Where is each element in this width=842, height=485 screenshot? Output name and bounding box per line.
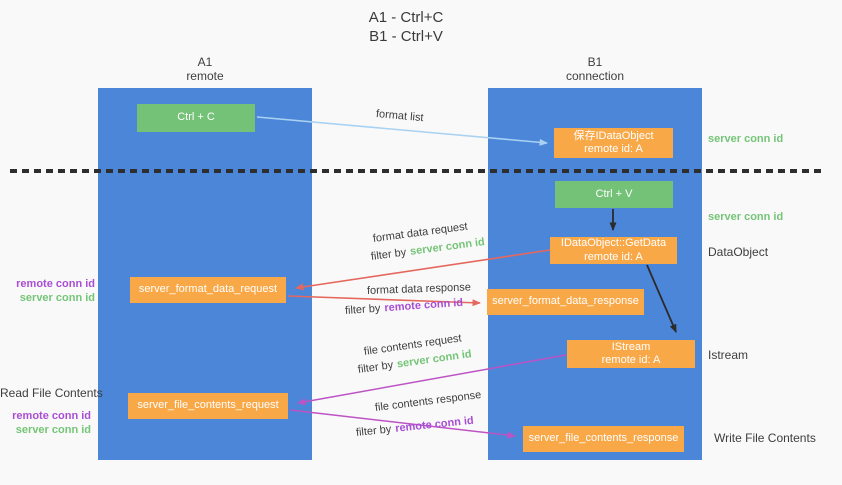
server-file-contents-request-node: server_file_contents_request [128,393,288,419]
save-idataobject-line2: remote id: A [584,143,643,155]
server-format-data-request-node: server_format_data_request [130,277,286,303]
server-format-data-request-label: server_format_data_request [138,283,278,296]
remote-conn-id-text: remote conn id [394,414,475,435]
left-server-conn-id-1: server conn id [19,291,95,304]
save-idataobject-line1: 保存IDataObject [573,129,654,142]
left-column-role: remote [186,69,224,83]
istream-node: IStream remote id: A [567,340,695,368]
label-file-contents-response: file contents response [374,389,482,414]
server-format-data-response-node: server_format_data_response [487,289,644,315]
right-column-name: B1 [587,55,603,69]
diagram-title: A1 - Ctrl+C B1 - Ctrl+V [0,8,812,46]
ctrl-c-label: Ctrl + C [177,111,215,124]
right-write-file-contents-label: Write File Contents [714,431,816,445]
filter-by-text: filter by [355,423,392,439]
filter-by-text: filter by [357,359,394,376]
right-istream-label: Istream [708,348,749,362]
idataobject-getdata-node: IDataObject::GetData remote id: A [550,237,677,264]
istream-line2: remote id: A [601,354,661,366]
left-read-file-contents-label: Read File Contents [0,386,103,400]
server-format-data-response-label: server_format_data_response [492,295,639,308]
ctrl-v-label: Ctrl + V [595,187,633,200]
left-remote-conn-id-2: remote conn id [12,410,91,422]
right-server-conn-id-top: server conn id [708,133,784,145]
server-file-contents-response-node: server_file_contents_response [523,426,684,452]
filter-by-text: filter by [344,302,381,317]
ctrl-c-node: Ctrl + C [137,104,255,132]
left-column-name: A1 [197,55,213,69]
right-column-header: B1 connection [488,55,702,83]
label-format-list: format list [375,108,425,125]
title-line-2: B1 - Ctrl+V [369,28,443,45]
left-column-header: A1 remote [98,55,312,83]
server-file-contents-response-label: server_file_contents_response [528,432,679,445]
phase-separator-dotted-line [10,169,826,173]
left-conn-id-block-bottom: remote conn id server conn id [0,410,91,437]
server-file-contents-request-label: server_file_contents_request [137,399,279,412]
left-remote-conn-id-1: remote conn id [16,278,95,290]
istream-line1: IStream [611,340,651,353]
save-idataobject-node: 保存IDataObject remote id: A [554,128,673,158]
remote-conn-id-text: remote conn id [383,296,464,315]
title-line-1: A1 - Ctrl+C [368,9,444,26]
right-server-conn-id-mid: server conn id [708,211,784,223]
ctrl-v-node: Ctrl + V [555,181,673,208]
left-server-conn-id-2: server conn id [15,423,91,436]
getdata-line2: remote id: A [584,250,643,263]
label-format-data-response: format data response [366,281,472,297]
right-column-role: connection [565,69,625,83]
getdata-line1: IDataObject::GetData [560,237,667,249]
left-conn-id-block-top: remote conn id server conn id [0,278,95,305]
server-conn-id-text: server conn id [409,236,486,258]
filter-by-text: filter by [370,246,407,263]
right-dataobject-label: DataObject [708,245,769,259]
